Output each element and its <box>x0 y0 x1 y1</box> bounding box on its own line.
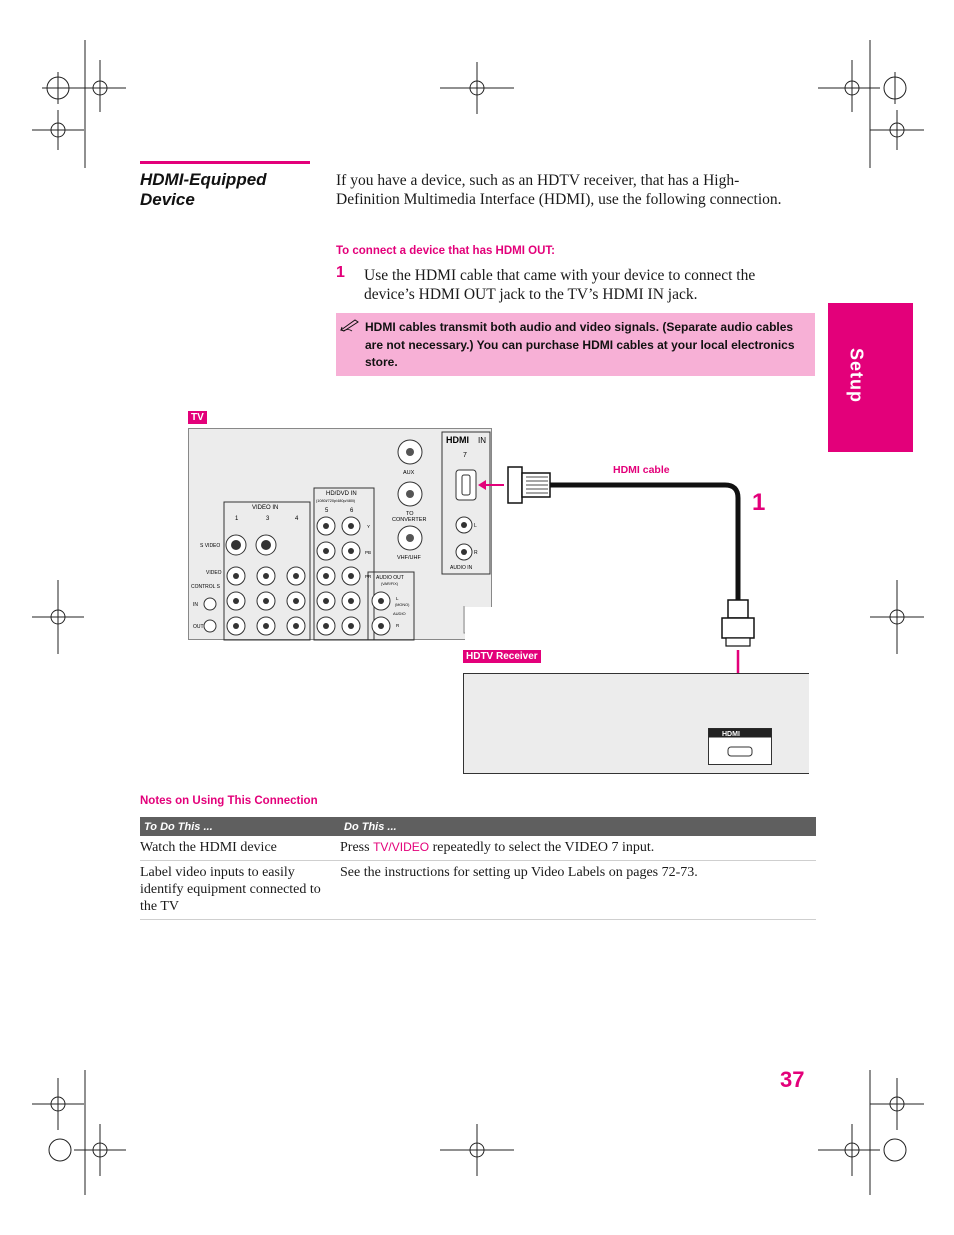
svg-text:(1080i/720p/480p/480i): (1080i/720p/480p/480i) <box>316 499 356 503</box>
receiver-hdmi-port-icon: HDMI <box>708 728 772 765</box>
svg-text:CONVERTER: CONVERTER <box>392 517 426 523</box>
svg-text:6: 6 <box>350 508 354 514</box>
column-header-do: Do This ... <box>340 817 816 836</box>
hdmi-in-text: IN <box>478 436 486 445</box>
table-header-row: To Do This ... Do This ... <box>140 817 816 836</box>
section-rule <box>140 161 310 164</box>
todo-cell: Watch the HDMI device <box>140 836 340 861</box>
svg-text:VIDEO: VIDEO <box>206 570 222 576</box>
svg-text:CONTROL S: CONTROL S <box>191 584 221 590</box>
registration-mark-mid-right <box>870 580 924 654</box>
step-number: 1 <box>336 264 345 281</box>
hdmi-in-number: 7 <box>463 452 467 459</box>
svg-text:OUT: OUT <box>193 624 204 630</box>
table-row: Watch the HDMI device Press TV/VIDEO rep… <box>140 836 816 861</box>
svg-text:1: 1 <box>235 516 239 522</box>
do-cell: Press TV/VIDEO repeatedly to select the … <box>340 836 816 861</box>
receiver-label: HDTV Receiver <box>463 650 541 663</box>
note-box <box>336 313 815 376</box>
registration-mark-top-center <box>440 62 514 114</box>
notes-table: To Do This ... Do This ... Watch the HDM… <box>140 817 816 920</box>
section-title: HDMI-Equipped Device <box>140 170 267 209</box>
step-text: Use the HDMI cable that came with your d… <box>364 267 756 303</box>
registration-mark-bottom-center <box>440 1124 514 1176</box>
svg-text:AUDIO IN: AUDIO IN <box>450 565 473 571</box>
svg-text:(MONO): (MONO) <box>395 603 410 607</box>
svg-text:PR: PR <box>365 574 372 579</box>
tv-rear-panel: HDMI IN 7 L R AUDIO IN AUX TO CONVERTER … <box>188 428 493 641</box>
intro-paragraph: If you have a device, such as an HDTV re… <box>336 172 782 208</box>
table-row: Label video inputs to easily identify eq… <box>140 860 816 920</box>
svg-text:PB: PB <box>365 550 371 555</box>
svg-text:Y: Y <box>367 524 370 529</box>
svg-text:VIDEO IN: VIDEO IN <box>252 505 278 511</box>
svg-text:S VIDEO: S VIDEO <box>200 543 220 549</box>
svg-text:HD/DVD IN: HD/DVD IN <box>326 491 357 497</box>
svg-text:L: L <box>396 596 399 601</box>
step-marker: 1 <box>752 489 766 516</box>
do-cell: See the instructions for setting up Vide… <box>340 860 816 920</box>
svg-text:AUDIO: AUDIO <box>393 611 406 616</box>
svg-text:5: 5 <box>325 508 329 514</box>
registration-mark-mid-left <box>32 580 84 654</box>
svg-text:3: 3 <box>266 516 270 522</box>
hdmi-cable <box>478 466 755 727</box>
svg-text:(VAR/FIX): (VAR/FIX) <box>381 582 399 586</box>
svg-text:R: R <box>474 550 478 556</box>
registration-mark-top-left <box>32 40 126 168</box>
svg-text:4: 4 <box>295 516 299 522</box>
section-tab <box>828 303 913 452</box>
svg-text:TO: TO <box>406 511 414 517</box>
column-header-todo: To Do This ... <box>140 817 340 836</box>
todo-cell: Label video inputs to easily identify eq… <box>140 860 340 920</box>
svg-text:VHF/UHF: VHF/UHF <box>397 555 421 561</box>
registration-mark-top-right <box>818 40 924 168</box>
svg-text:HDMI: HDMI <box>446 435 469 445</box>
notes-heading: Notes on Using This Connection <box>140 795 318 807</box>
page-number: 37 <box>780 1067 805 1092</box>
svg-text:L: L <box>474 523 477 529</box>
svg-text:R: R <box>396 623 400 628</box>
registration-mark-bottom-right <box>818 1070 924 1195</box>
svg-text:IN: IN <box>193 602 198 608</box>
svg-text:HDMI: HDMI <box>722 731 740 738</box>
registration-mark-bottom-left <box>32 1070 126 1195</box>
svg-text:AUX: AUX <box>403 470 415 476</box>
note-text: HDMI cables transmit both audio and vide… <box>365 320 795 369</box>
tv-video-key: TV/VIDEO <box>373 840 430 854</box>
tv-label: TV <box>188 411 207 424</box>
pencil-note-icon <box>339 318 360 332</box>
svg-text:AUDIO OUT: AUDIO OUT <box>376 575 404 581</box>
section-tab-label: Setup <box>846 347 867 403</box>
cable-label: HDMI cable <box>613 464 670 476</box>
procedure-heading: To connect a device that has HDMI OUT: <box>336 245 555 257</box>
